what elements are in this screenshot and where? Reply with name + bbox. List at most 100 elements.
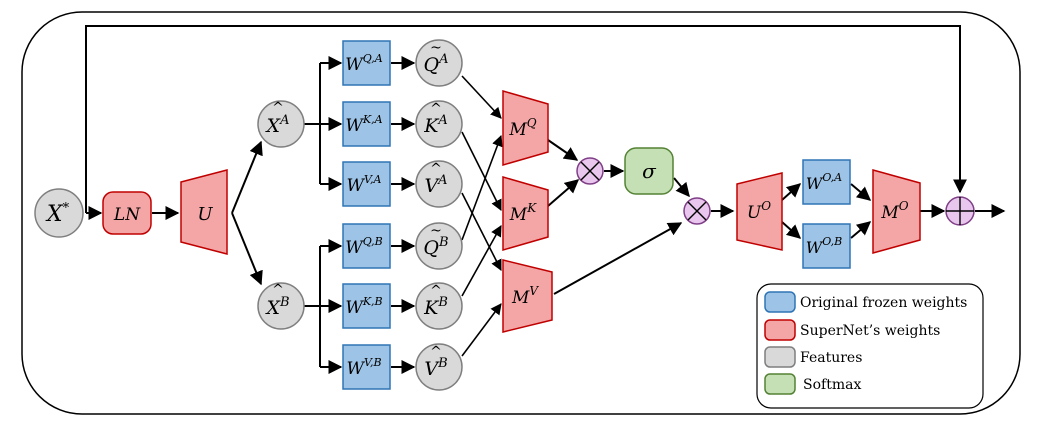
node-superscript: A bbox=[437, 173, 447, 188]
legend-item-supernet: SuperNet’s weights bbox=[764, 319, 940, 341]
u-projection-node: U bbox=[180, 169, 228, 255]
node-label: X bbox=[264, 297, 281, 319]
edge-woa-mo bbox=[850, 183, 872, 201]
svg-text:QA: QA bbox=[424, 52, 449, 76]
svg-text:KA: KA bbox=[423, 113, 448, 137]
node-accent: ^ bbox=[272, 282, 284, 298]
node-superscript: B bbox=[437, 295, 448, 310]
feature-node-xa: ^ XA bbox=[257, 100, 305, 148]
svg-text:VA: VA bbox=[424, 173, 447, 197]
node-superscript: K,A bbox=[362, 113, 383, 126]
weight-node-wka: WK,A bbox=[342, 101, 391, 147]
edge-uo-wob bbox=[781, 221, 802, 239]
node-superscript: A bbox=[437, 113, 447, 128]
svg-text:VB: VB bbox=[424, 356, 447, 380]
node-label: M bbox=[511, 288, 530, 308]
weight-node-wob: WO,B bbox=[802, 223, 851, 269]
node-label: W bbox=[347, 176, 366, 196]
node-superscript: K bbox=[526, 201, 537, 215]
svg-text:UO: UO bbox=[747, 199, 771, 223]
u-output-node: UO bbox=[736, 172, 783, 251]
residual-edge bbox=[85, 25, 967, 213]
feature-node-kb: ^ KB bbox=[415, 282, 463, 330]
node-superscript: B bbox=[437, 356, 448, 371]
node-label: W bbox=[806, 174, 824, 193]
edge-u-xb bbox=[231, 212, 263, 286]
node-superscript: Q,A bbox=[363, 52, 383, 65]
edge-mq-mul1 bbox=[547, 139, 579, 161]
node-label: U bbox=[197, 204, 213, 225]
legend-label: Original frozen weights bbox=[800, 295, 967, 311]
merge-node-mo: MO bbox=[872, 169, 921, 254]
svg-text:WV,A: WV,A bbox=[347, 173, 382, 196]
node-label: V bbox=[424, 175, 440, 197]
node-superscript: Q bbox=[527, 116, 537, 130]
multiply-op-1 bbox=[576, 157, 604, 185]
outer-frame bbox=[21, 11, 1021, 415]
svg-text:WK,A: WK,A bbox=[345, 113, 382, 136]
node-superscript: V bbox=[529, 284, 539, 298]
node-label: V bbox=[424, 358, 440, 380]
edge-va-mv bbox=[461, 192, 502, 271]
input-feature-node: X* bbox=[34, 188, 84, 238]
node-superscript: V,B bbox=[364, 356, 382, 369]
legend-box bbox=[756, 283, 984, 409]
edge-qa-mq bbox=[461, 75, 502, 119]
weight-node-wkb: WK,B bbox=[342, 283, 391, 329]
node-label: W bbox=[345, 298, 364, 318]
node-label: Q bbox=[424, 54, 440, 76]
feature-node-xb: ^ XB bbox=[257, 282, 305, 330]
merge-node-mv: MV bbox=[502, 259, 553, 333]
node-accent: ~ bbox=[430, 223, 442, 239]
svg-text:XB: XB bbox=[264, 295, 289, 319]
node-label: X bbox=[45, 202, 64, 227]
svg-text:WO,B: WO,B bbox=[806, 235, 842, 257]
node-superscript: O,A bbox=[822, 171, 842, 184]
edges bbox=[85, 25, 1006, 374]
svg-text:MK: MK bbox=[509, 201, 537, 225]
node-accent: ^ bbox=[430, 344, 442, 360]
node-label: M bbox=[509, 205, 528, 225]
svg-text:WQ,A: WQ,A bbox=[345, 52, 382, 75]
node-superscript: B bbox=[438, 235, 449, 250]
node-superscript: O bbox=[899, 199, 909, 213]
svg-text:XA: XA bbox=[265, 113, 290, 137]
layernorm-node: LN bbox=[102, 191, 152, 235]
weight-node-wva: WV,A bbox=[342, 161, 391, 207]
node-superscript: V,A bbox=[364, 173, 382, 186]
svg-text:X*: X* bbox=[45, 201, 70, 227]
legend-label: Features bbox=[800, 350, 862, 366]
node-accent: ^ bbox=[430, 161, 442, 177]
edge-wob-mo bbox=[850, 221, 872, 239]
node-label: LN bbox=[113, 205, 141, 225]
legend-item-frozen: Original frozen weights bbox=[764, 291, 967, 313]
node-label: K bbox=[423, 115, 440, 137]
merge-node-mq: MQ bbox=[502, 90, 549, 166]
merge-node-mk: MK bbox=[502, 176, 549, 251]
legend: Original frozen weights SuperNet’s weigh… bbox=[756, 283, 984, 409]
node-superscript: O bbox=[761, 199, 771, 213]
node-superscript: * bbox=[63, 201, 70, 216]
node-label: W bbox=[345, 116, 364, 136]
multiply-op-2 bbox=[683, 197, 711, 225]
feature-node-ka: ^ KA bbox=[415, 100, 463, 148]
edge-sigma-mul2 bbox=[673, 177, 690, 198]
svg-text:WK,B: WK,B bbox=[345, 295, 382, 318]
weight-node-wqa: WQ,A bbox=[342, 40, 391, 86]
weight-node-woa: WO,A bbox=[802, 159, 851, 205]
node-label: M bbox=[880, 203, 899, 223]
node-label: X bbox=[265, 115, 282, 137]
edge-mk-mul1 bbox=[547, 179, 580, 207]
node-label: W bbox=[806, 238, 824, 257]
feature-node-va: ^ VA bbox=[415, 160, 463, 208]
svg-text:MQ: MQ bbox=[508, 116, 536, 140]
svg-text:WO,A: WO,A bbox=[806, 171, 842, 193]
edge-qb-mq bbox=[461, 134, 503, 241]
node-superscript: A bbox=[279, 113, 289, 128]
legend-item-features: Features bbox=[764, 346, 862, 368]
node-accent: ^ bbox=[430, 101, 442, 117]
edge-kb-mk bbox=[461, 225, 502, 297]
feature-node-qb: ~ QB bbox=[415, 222, 463, 270]
legend-label: Softmax bbox=[803, 377, 861, 393]
